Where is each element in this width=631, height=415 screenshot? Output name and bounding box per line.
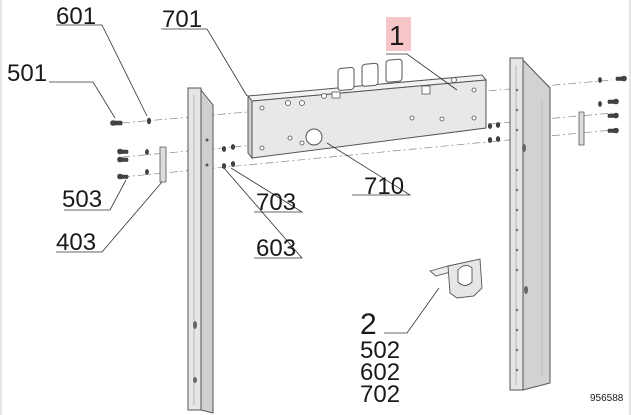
- callout-701: 701: [162, 6, 202, 33]
- clamp-plate-403: [159, 146, 167, 183]
- drawing-number: 956588: [590, 393, 624, 404]
- callout-501: 501: [7, 60, 47, 87]
- callout-403: 403: [56, 229, 96, 256]
- callout-1-highlight: [386, 17, 411, 51]
- callout-710: 710: [364, 173, 404, 200]
- right-upright-post: [509, 57, 551, 391]
- mounting-plate-part-1: [247, 58, 487, 160]
- fastener-group-left: [110, 117, 152, 180]
- callout-702: 702: [360, 381, 400, 408]
- right-clamp-plate: [578, 111, 585, 146]
- leader-lines: [49, 24, 458, 334]
- callout-703: 703: [256, 189, 296, 216]
- callout-503: 503: [62, 186, 102, 213]
- callout-601: 601: [56, 3, 96, 30]
- callout-1: 1: [389, 20, 405, 51]
- callout-502: 502: [360, 337, 400, 364]
- fastener-group-mid: [221, 144, 236, 169]
- callout-2: 2: [360, 308, 377, 341]
- left-upright-post: [187, 87, 214, 414]
- callout-602: 602: [360, 359, 400, 386]
- fastener-group-right: [487, 75, 627, 143]
- l-bracket-part-2: [429, 258, 483, 299]
- callout-603: 603: [256, 235, 296, 262]
